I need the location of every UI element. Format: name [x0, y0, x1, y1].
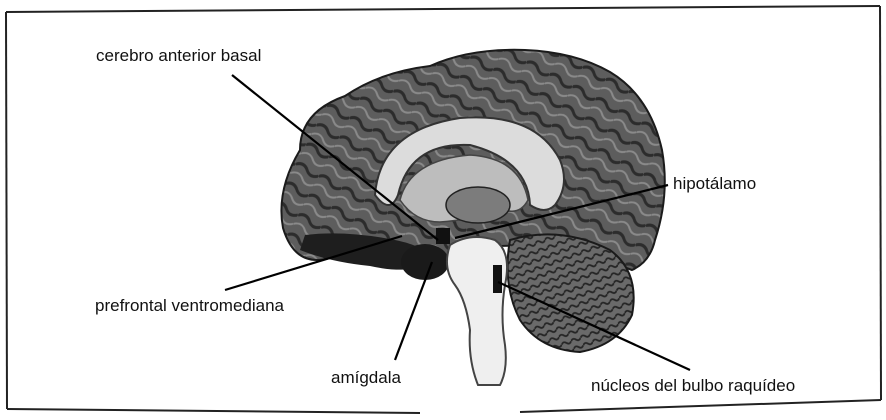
amygdala-region — [401, 244, 449, 280]
brainstem-nuclei-mark — [493, 265, 502, 293]
brain-sagittal-section — [281, 50, 664, 385]
thalamus — [446, 187, 510, 223]
label-hypothalamus: hipotálamo — [673, 175, 756, 192]
brainstem — [447, 237, 507, 385]
label-brainstem-nuclei: núcleos del bulbo raquídeo — [591, 377, 795, 394]
label-amygdala: amígdala — [331, 369, 401, 386]
label-vm-prefrontal: prefrontal ventromediana — [95, 297, 284, 314]
hypothalamus-mark — [436, 228, 450, 244]
label-basal-forebrain: cerebro anterior basal — [96, 47, 261, 64]
